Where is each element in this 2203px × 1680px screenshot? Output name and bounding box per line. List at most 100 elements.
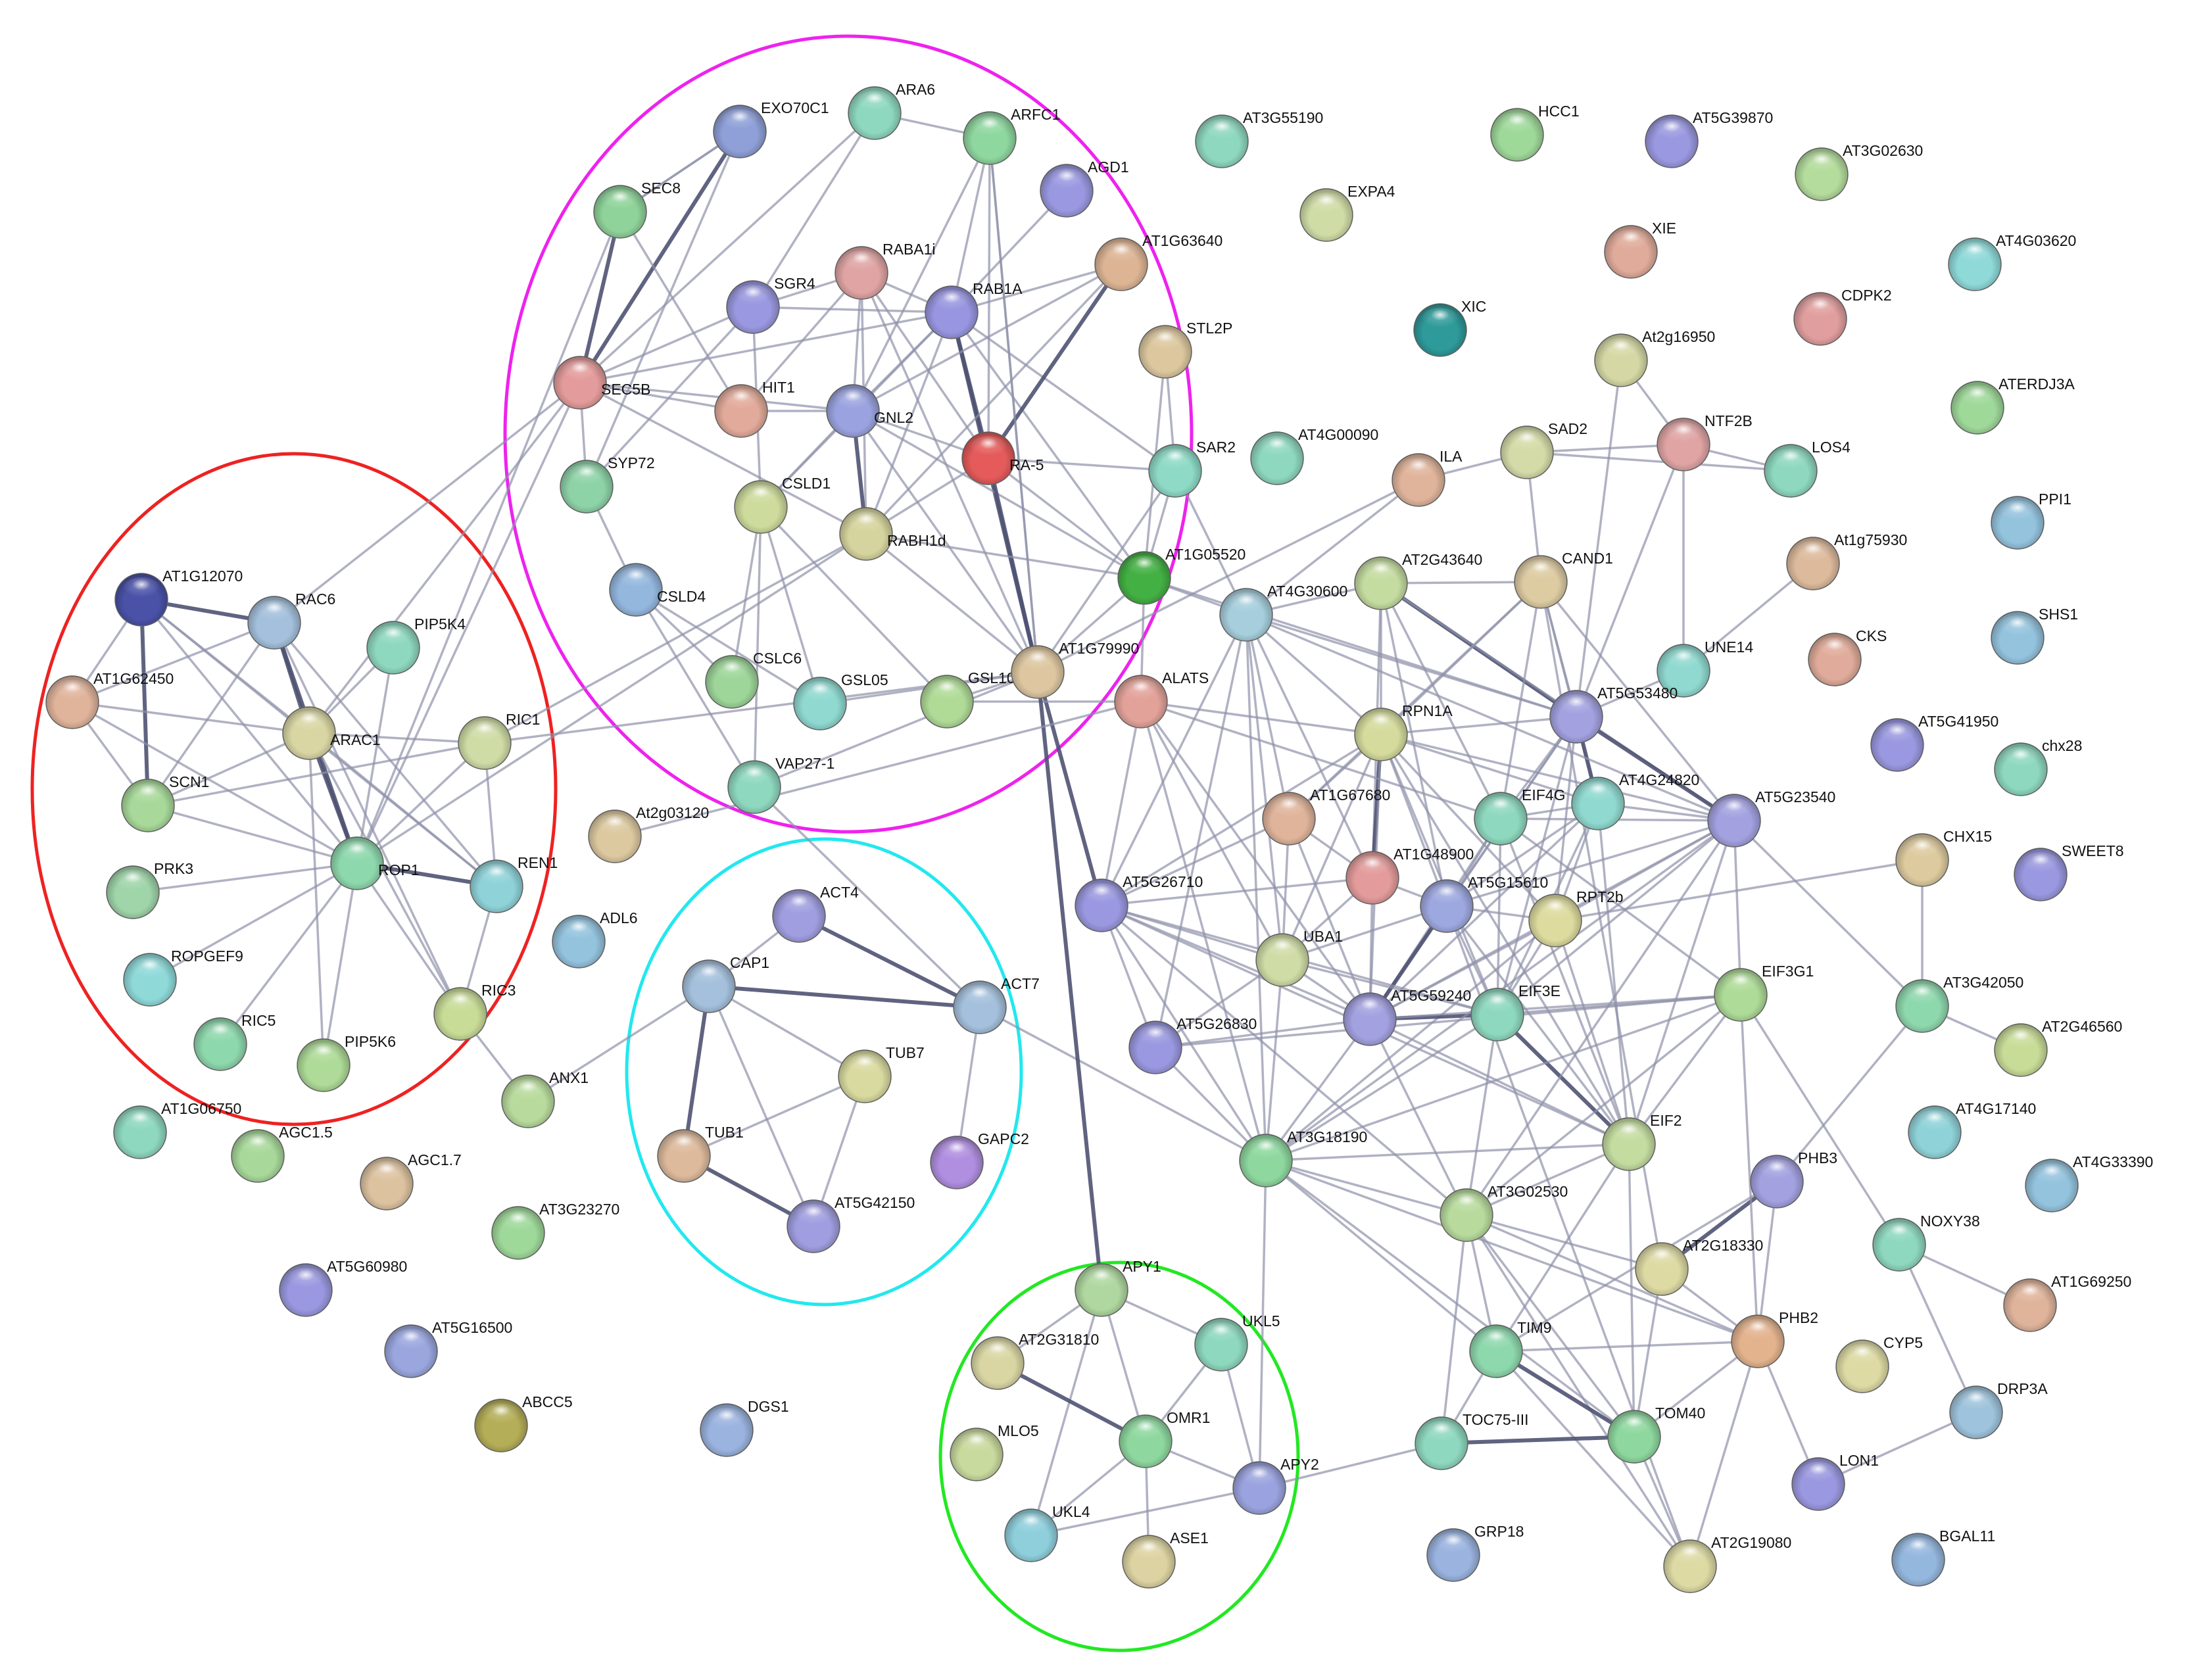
node-AT2G43640[interactable]: AT2G43640 [1354,551,1482,610]
node-AT3G02530[interactable]: AT3G02530 [1440,1183,1568,1242]
node-AT4G17140[interactable]: AT4G17140 [1908,1100,2036,1159]
node-At1g75930[interactable]: At1g75930 [1786,531,1907,590]
node-CAP1[interactable]: CAP1 [682,954,769,1013]
node-AT5G53480[interactable]: AT5G53480 [1549,684,1678,744]
node-AT1G05520[interactable]: AT1G05520 [1117,546,1246,605]
node-GSL10[interactable]: GSL10 [920,669,1015,729]
node-NTF2B[interactable]: NTF2B [1657,412,1753,471]
node-CKS[interactable]: CKS [1808,627,1887,686]
node-CSLC6[interactable]: CSLC6 [705,650,802,709]
node-AT5G60980[interactable]: AT5G60980 [279,1258,407,1317]
node-SHS1[interactable]: SHS1 [1991,606,2078,665]
node-RPN1A[interactable]: RPN1A [1354,702,1453,761]
node-AT2G31810[interactable]: AT2G31810 [971,1331,1099,1390]
node-TOM40[interactable]: TOM40 [1607,1404,1705,1464]
node-LON1[interactable]: LON1 [1791,1452,1879,1511]
node-APY1[interactable]: APY1 [1075,1258,1161,1317]
node-AT5G59240[interactable]: AT5G59240 [1343,987,1471,1046]
node-SEC8[interactable]: SEC8 [593,180,681,239]
node-chx28[interactable]: chx28 [1994,737,2082,796]
node-XIC[interactable]: XIC [1413,298,1486,357]
node-ALATS[interactable]: ALATS [1114,669,1209,729]
node-GSL05[interactable]: GSL05 [793,671,888,731]
node-ARA6[interactable]: ARA6 [848,81,935,140]
node-UNE14[interactable]: UNE14 [1657,638,1753,698]
node-AT3G02630[interactable]: AT3G02630 [1795,142,1923,201]
node-SWEET8[interactable]: SWEET8 [2014,842,2124,901]
node-DGS1[interactable]: DGS1 [700,1398,789,1457]
node-AT1G06750[interactable]: AT1G06750 [113,1100,241,1159]
node-AT1G69250[interactable]: AT1G69250 [2003,1273,2131,1332]
node-ACT4[interactable]: ACT4 [772,884,859,943]
node-AT5G39870[interactable]: AT5G39870 [1645,109,1773,168]
node-UKL5[interactable]: UKL5 [1194,1312,1280,1372]
node-EXPA4[interactable]: EXPA4 [1299,183,1395,242]
node-AT4G33390[interactable]: AT4G33390 [2025,1153,2153,1212]
node-GNL2[interactable]: GNL2 [826,384,913,438]
node-ROPGEF9[interactable]: ROPGEF9 [123,948,243,1007]
node-XIE[interactable]: XIE [1604,220,1676,279]
node-TOC75-III[interactable]: TOC75-III [1415,1411,1529,1470]
node-LOS4[interactable]: LOS4 [1764,439,1851,498]
node-RABH1d[interactable]: RABH1d [839,507,946,561]
node-DRP3A[interactable]: DRP3A [1949,1380,2048,1439]
node-AT1G48900[interactable]: AT1G48900 [1345,846,1474,905]
node-CSLD4[interactable]: CSLD4 [609,563,706,617]
node-AT4G00090[interactable]: AT4G00090 [1250,426,1378,485]
node-TUB7[interactable]: TUB7 [838,1044,925,1103]
node-CHX15[interactable]: CHX15 [1895,828,1992,887]
node-ADL6[interactable]: ADL6 [552,909,638,969]
node-TIM9[interactable]: TIM9 [1469,1319,1551,1378]
node-SGR4[interactable]: SGR4 [726,275,815,334]
node-EIF3G1[interactable]: EIF3G1 [1714,963,1814,1022]
node-AT5G26830[interactable]: AT5G26830 [1128,1015,1257,1074]
node-VAP27-1[interactable]: VAP27-1 [727,755,835,814]
node-SAR2[interactable]: SAR2 [1148,439,1236,498]
node-AT5G15610[interactable]: AT5G15610 [1420,874,1548,933]
node-AGC1.7[interactable]: AGC1.7 [360,1151,462,1211]
node-CYP5[interactable]: CYP5 [1835,1334,1923,1393]
node-RABA1i[interactable]: RABA1i [835,241,936,300]
node-RIC1[interactable]: RIC1 [458,711,540,770]
node-AGC1.5[interactable]: AGC1.5 [231,1124,333,1183]
node-SAD2[interactable]: SAD2 [1500,420,1587,479]
node-AT5G26710[interactable]: AT5G26710 [1075,873,1203,932]
node-AGD1[interactable]: AGD1 [1040,158,1129,218]
node-AT5G23540[interactable]: AT5G23540 [1707,788,1835,848]
node-CAND1[interactable]: CAND1 [1514,550,1613,609]
node-PIP5K4[interactable]: PIP5K4 [366,615,466,675]
node-EIF2[interactable]: EIF2 [1602,1112,1682,1171]
node-NOXY38[interactable]: NOXY38 [1872,1212,1980,1272]
node-AT1G79990[interactable]: AT1G79990 [1011,640,1139,699]
node-TUB1[interactable]: TUB1 [657,1124,744,1183]
node-At2g16950[interactable]: At2g16950 [1594,328,1715,387]
node-RPT2b[interactable]: RPT2b [1528,888,1624,948]
node-UBA1[interactable]: UBA1 [1255,928,1343,987]
node-AT1G12070[interactable]: AT1G12070 [114,567,243,627]
node-ILA[interactable]: ILA [1392,448,1463,507]
node-At2g03120[interactable]: At2g03120 [588,804,709,863]
node-ARAC1[interactable]: ARAC1 [282,706,381,760]
node-EIF3E[interactable]: EIF3E [1470,982,1561,1042]
node-GAPC2[interactable]: GAPC2 [930,1130,1029,1189]
node-PIP5K6[interactable]: PIP5K6 [297,1033,396,1092]
node-HCC1[interactable]: HCC1 [1490,103,1580,162]
node-MLO5[interactable]: MLO5 [950,1422,1039,1481]
node-UKL4[interactable]: UKL4 [1004,1503,1090,1562]
node-PHB2[interactable]: PHB2 [1731,1309,1818,1368]
node-ARFC1[interactable]: ARFC1 [963,106,1060,165]
node-OMR1[interactable]: OMR1 [1119,1409,1210,1468]
node-AT3G18190[interactable]: AT3G18190 [1239,1128,1367,1188]
node-AT3G23270[interactable]: AT3G23270 [491,1201,619,1260]
node-AT4G30600[interactable]: AT4G30600 [1219,583,1347,642]
node-ASE1[interactable]: ASE1 [1122,1529,1209,1589]
node-AT1G67680[interactable]: AT1G67680 [1262,786,1390,846]
node-AT4G24820[interactable]: AT4G24820 [1571,771,1699,830]
node-ANX1[interactable]: ANX1 [501,1069,589,1128]
node-STL2P[interactable]: STL2P [1138,320,1232,379]
node-RIC3[interactable]: RIC3 [433,982,516,1041]
node-PHB3[interactable]: PHB3 [1750,1149,1837,1209]
node-RAC6[interactable]: RAC6 [247,590,335,650]
node-AT3G55190[interactable]: AT3G55190 [1195,109,1323,168]
node-RA-5[interactable]: RA-5 [961,431,1044,485]
